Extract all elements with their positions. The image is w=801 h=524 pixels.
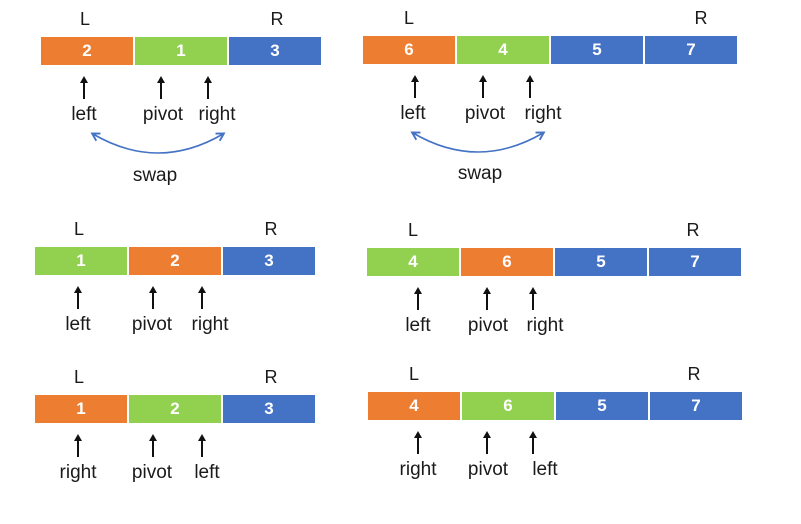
array-cell: 7 <box>650 392 742 420</box>
array-cell: 3 <box>223 395 315 423</box>
pointer-label: pivot <box>467 459 509 480</box>
diagram-row3-left: L R 1 2 3 right pivot left <box>35 367 315 490</box>
swap-curved-arrow-icon <box>410 131 546 153</box>
array-cell: 5 <box>555 248 647 276</box>
cell-value: 4 <box>498 40 508 59</box>
pointer-label: pivot <box>467 315 509 336</box>
cell-value: 5 <box>597 396 607 415</box>
pointer-label: left <box>532 459 558 480</box>
array-cell: 4 <box>457 36 549 64</box>
right-bound-label: R <box>264 367 278 387</box>
diagram-row2-right: L R 4 6 5 7 left pivot right <box>367 220 741 343</box>
array-cell: 4 <box>367 248 459 276</box>
cell-value: 3 <box>270 41 280 60</box>
diagram-row3-right: L R 4 6 5 7 right pivot left <box>368 364 742 487</box>
array-cell: 2 <box>129 395 221 423</box>
swap-label: swap <box>457 163 503 184</box>
array-cell: 6 <box>363 36 455 64</box>
left-bound-label: L <box>73 219 85 239</box>
array-cell: 2 <box>41 37 133 65</box>
pointer-label: left <box>400 103 426 124</box>
array-cell: 1 <box>35 247 127 275</box>
right-bound-label: R <box>686 220 700 240</box>
array-cell: 5 <box>551 36 643 64</box>
pointer-label: right <box>524 103 562 124</box>
cell-value: 2 <box>170 399 180 418</box>
array-cell: 3 <box>229 37 321 65</box>
right-bound-label: R <box>694 8 708 28</box>
cell-value: 5 <box>596 252 606 271</box>
left-bound-label: L <box>79 9 91 29</box>
left-bound-label: L <box>407 220 419 240</box>
pointer-label: left <box>65 314 91 335</box>
pointer-label: left <box>194 462 220 483</box>
array-bar: 2 1 3 <box>41 37 321 65</box>
cell-value: 4 <box>409 396 419 415</box>
cell-value: 4 <box>408 252 418 271</box>
cell-value: 7 <box>691 396 701 415</box>
swap-curved-arrow-icon <box>90 132 226 154</box>
cell-value: 2 <box>82 41 92 60</box>
array-cell: 6 <box>461 248 553 276</box>
array-bar: 1 2 3 <box>35 247 315 275</box>
left-bound-label: L <box>73 367 85 387</box>
cell-value: 1 <box>76 251 86 270</box>
array-cell: 1 <box>35 395 127 423</box>
cell-value: 7 <box>686 40 696 59</box>
cell-value: 1 <box>176 41 186 60</box>
cell-value: 6 <box>404 40 414 59</box>
pointer-label: pivot <box>142 104 184 125</box>
pointer-label: right <box>59 462 97 483</box>
diagram-row2-left: L R 1 2 3 left pivot right <box>35 219 315 342</box>
pointer-label: right <box>526 315 564 336</box>
cell-value: 2 <box>170 251 180 270</box>
array-cell: 3 <box>223 247 315 275</box>
array-bar: 4 6 5 7 <box>368 392 742 420</box>
cell-value: 6 <box>502 252 512 271</box>
array-cell: 1 <box>135 37 227 65</box>
pointer-label: right <box>399 459 437 480</box>
pointer-label: pivot <box>131 462 173 483</box>
pointer-label: pivot <box>464 103 506 124</box>
left-bound-label: L <box>403 8 415 28</box>
cell-value: 3 <box>264 399 274 418</box>
swap-label: swap <box>132 165 178 186</box>
pointer-label: right <box>198 104 236 125</box>
array-cell: 4 <box>368 392 460 420</box>
array-bar: 4 6 5 7 <box>367 248 741 276</box>
pointer-label: left <box>405 315 431 336</box>
pointer-label: right <box>191 314 229 335</box>
right-bound-label: R <box>264 219 278 239</box>
cell-value: 5 <box>592 40 602 59</box>
array-cell: 7 <box>645 36 737 64</box>
left-bound-label: L <box>408 364 420 384</box>
pointer-label: left <box>71 104 97 125</box>
pointer-label: pivot <box>131 314 173 335</box>
array-cell: 7 <box>649 248 741 276</box>
array-cell: 2 <box>129 247 221 275</box>
right-bound-label: R <box>270 9 284 29</box>
array-cell: 6 <box>462 392 554 420</box>
cell-value: 3 <box>264 251 274 270</box>
cell-value: 7 <box>690 252 700 271</box>
array-bar: 1 2 3 <box>35 395 315 423</box>
right-bound-label: R <box>687 364 701 384</box>
cell-value: 6 <box>503 396 513 415</box>
array-bar: 6 4 5 7 <box>363 36 737 64</box>
diagram-row1-right: L R 6 4 5 7 left pivot right swap <box>363 8 737 196</box>
diagram-row1-left: L R 2 1 3 left pivot right swap <box>41 9 321 197</box>
cell-value: 1 <box>76 399 86 418</box>
array-cell: 5 <box>556 392 648 420</box>
